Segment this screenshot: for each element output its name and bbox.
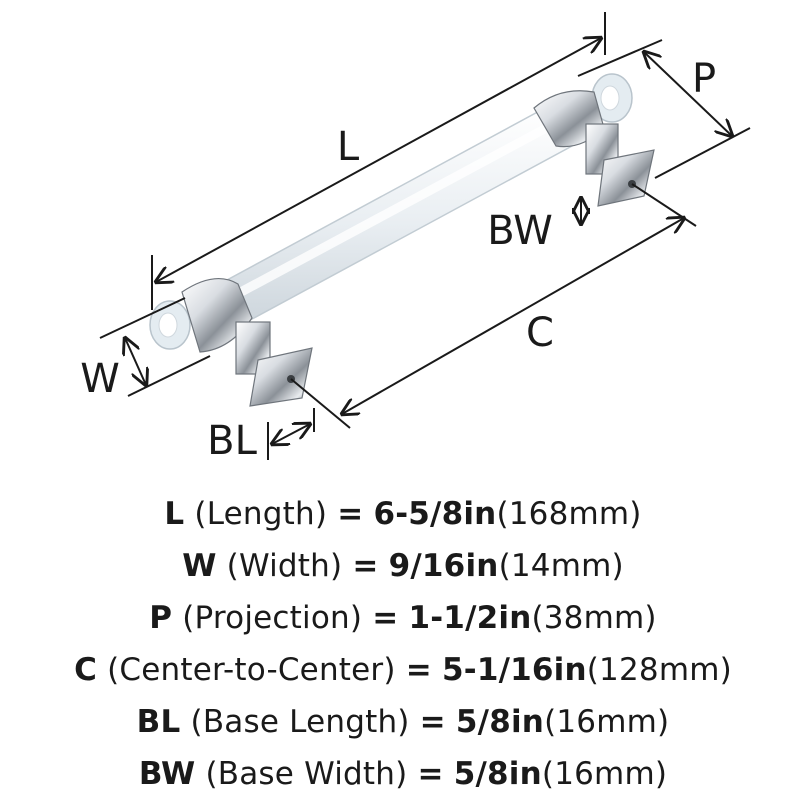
projection-dimension-line xyxy=(644,52,732,136)
base-length-label: BL xyxy=(207,418,257,464)
left-post xyxy=(149,277,313,407)
center-dimension-line xyxy=(342,218,684,414)
center-extension-right xyxy=(631,183,697,227)
cabinet-pull-dimension-diagram: L P BW W C BL xyxy=(80,12,751,464)
spec-row-length: L (Length) = 6-5/8in(168mm) xyxy=(164,496,642,532)
projection-extension-bottom xyxy=(654,127,751,179)
center-label: C xyxy=(526,310,554,356)
width-dimension-line xyxy=(125,338,146,385)
length-label: L xyxy=(337,124,360,170)
base-width-label: BW xyxy=(487,208,553,254)
center-extension-left xyxy=(290,378,351,429)
width-extension-bottom xyxy=(127,355,211,397)
spec-row-base-length: BL (Base Length) = 5/8in(16mm) xyxy=(136,704,670,740)
spec-row-base-width: BW (Base Width) = 5/8in(16mm) xyxy=(138,756,668,792)
dimension-lines xyxy=(99,12,751,460)
spec-row-width: W (Width) = 9/16in(14mm) xyxy=(182,548,624,584)
width-label: W xyxy=(80,356,120,402)
base-length-dimension-line xyxy=(272,424,310,444)
width-extension-top xyxy=(99,297,186,339)
projection-label: P xyxy=(692,56,716,102)
length-dimension-line xyxy=(156,38,601,282)
spec-row-projection: P (Projection) = 1-1/2in(38mm) xyxy=(149,600,657,636)
projection-extension-top xyxy=(577,39,663,77)
spec-row-center-to-center: C (Center-to-Center) = 5-1/16in(128mm) xyxy=(74,652,732,688)
dimension-spec-list: L (Length) = 6-5/8in(168mm) W (Width) = … xyxy=(0,488,806,800)
